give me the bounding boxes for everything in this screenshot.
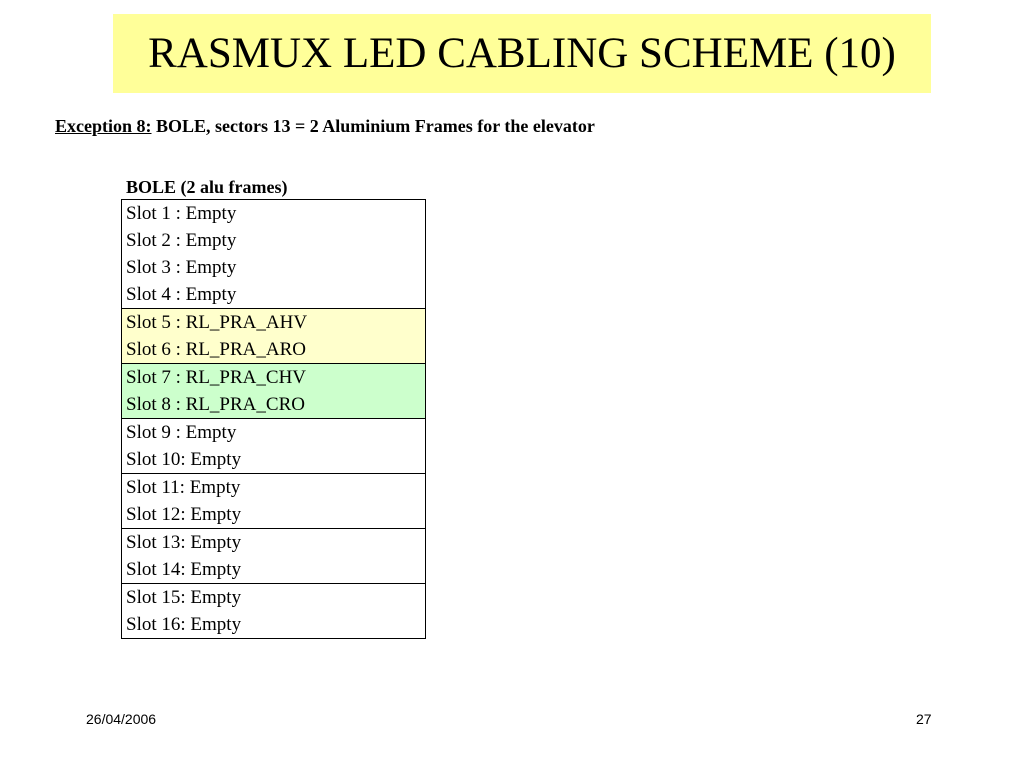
footer-date: 26/04/2006 — [86, 711, 157, 727]
slot-row: Slot 6 : RL_PRA_ARO — [126, 339, 307, 360]
table-heading: BOLE (2 alu frames) — [126, 177, 288, 197]
slot-row: Slot 16: Empty — [126, 614, 242, 635]
slot-row: Slot 11: Empty — [126, 477, 241, 498]
slot-group-2: Slot 5 : RL_PRA_AHV Slot 6 : RL_PRA_ARO — [121, 308, 426, 364]
slot-group-3: Slot 7 : RL_PRA_CHV Slot 8 : RL_PRA_CRO — [121, 363, 426, 419]
slot-row: Slot 1 : Empty — [126, 203, 237, 224]
slot-row: Slot 14: Empty — [126, 559, 242, 580]
slot-group-4: Slot 9 : Empty Slot 10: Empty — [121, 418, 426, 474]
slot-row: Slot 3 : Empty — [126, 257, 237, 278]
slot-group-5: Slot 11: Empty Slot 12: Empty — [121, 473, 426, 529]
slot-row: Slot 10: Empty — [126, 449, 242, 470]
slot-row: Slot 2 : Empty — [126, 230, 237, 251]
slot-row: Slot 8 : RL_PRA_CRO — [126, 394, 305, 415]
slide-title-text: RASMUX LED CABLING SCHEME (10) — [148, 30, 896, 77]
slot-row: Slot 12: Empty — [126, 504, 242, 525]
exception-subtitle: Exception 8: BOLE, sectors 13 = 2 Alumin… — [55, 116, 595, 137]
slot-group-1: Slot 1 : Empty Slot 2 : Empty Slot 3 : E… — [121, 199, 426, 309]
exception-text: BOLE, sectors 13 = 2 Aluminium Frames fo… — [151, 116, 595, 136]
slot-row: Slot 9 : Empty — [126, 422, 237, 443]
slot-row: Slot 7 : RL_PRA_CHV — [126, 367, 307, 388]
page-number: 27 — [916, 711, 932, 727]
slot-row: Slot 4 : Empty — [126, 284, 237, 305]
slide-title: RASMUX LED CABLING SCHEME (10) — [113, 14, 931, 93]
slot-group-7: Slot 15: Empty Slot 16: Empty — [121, 583, 426, 639]
slot-table: Slot 1 : Empty Slot 2 : Empty Slot 3 : E… — [121, 199, 426, 639]
slot-row: Slot 5 : RL_PRA_AHV — [126, 312, 308, 333]
slot-row: Slot 13: Empty — [126, 532, 242, 553]
exception-label: Exception 8: — [55, 116, 152, 136]
slot-row: Slot 15: Empty — [126, 587, 242, 608]
slot-group-6: Slot 13: Empty Slot 14: Empty — [121, 528, 426, 584]
